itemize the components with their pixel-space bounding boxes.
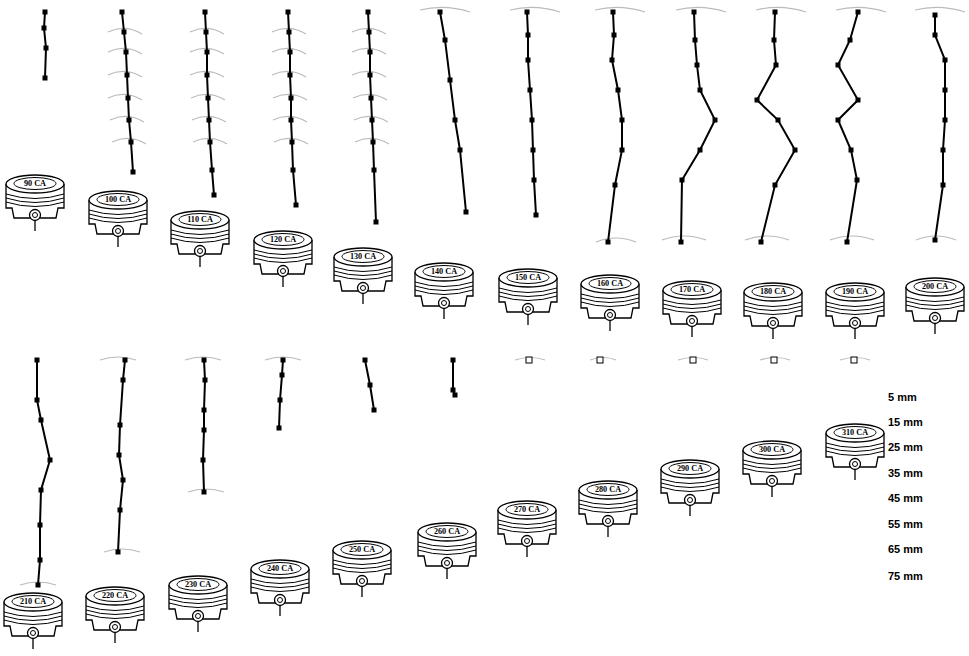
scale-label: 35 mm (888, 467, 923, 479)
crank-angle-label: 100 CA (85, 194, 151, 205)
crank-angle-label: 310 CA (822, 427, 888, 438)
scale-label: 25 mm (888, 441, 923, 453)
piston: 310 CA (822, 421, 888, 481)
piston: 240 CA (247, 557, 313, 617)
piston: 220 CA (82, 584, 148, 644)
crank-angle-label: 280 CA (575, 484, 641, 495)
crank-angle-label: 160 CA (577, 278, 643, 289)
crank-angle-label: 140 CA (411, 266, 477, 277)
crank-angle-label: 250 CA (329, 544, 395, 555)
crank-angle-label: 170 CA (659, 284, 725, 295)
piston: 170 CA (659, 278, 725, 338)
crank-angle-label: 200 CA (902, 281, 968, 292)
scale-label: 75 mm (888, 570, 923, 582)
scale-label: 45 mm (888, 492, 923, 504)
piston: 280 CA (575, 478, 641, 538)
scale-label: 15 mm (888, 416, 923, 428)
crank-angle-label: 120 CA (250, 234, 316, 245)
crank-angle-label: 110 CA (167, 214, 233, 225)
piston: 140 CA (411, 260, 477, 320)
crank-angle-label: 130 CA (330, 251, 396, 262)
piston: 110 CA (167, 208, 233, 268)
piston: 100 CA (85, 188, 151, 248)
scale-label: 65 mm (888, 543, 923, 555)
crank-angle-label: 300 CA (739, 444, 805, 455)
crank-angle-label: 190 CA (822, 286, 888, 297)
piston: 90 CA (2, 172, 68, 232)
piston: 160 CA (577, 272, 643, 332)
crank-angle-label: 290 CA (657, 463, 723, 474)
piston: 270 CA (494, 498, 560, 558)
crank-angle-label: 180 CA (740, 286, 806, 297)
piston: 290 CA (657, 457, 723, 517)
crank-angle-label: 150 CA (495, 272, 561, 283)
crank-angle-label: 240 CA (247, 563, 313, 574)
piston: 130 CA (330, 245, 396, 305)
crank-angle-label: 90 CA (2, 178, 68, 189)
piston: 190 CA (822, 280, 888, 340)
piston: 260 CA (414, 520, 480, 580)
piston: 200 CA (902, 275, 968, 335)
crank-angle-label: 220 CA (82, 590, 148, 601)
crank-angle-label: 270 CA (494, 504, 560, 515)
piston: 180 CA (740, 280, 806, 340)
piston: 250 CA (329, 538, 395, 598)
piston: 300 CA (739, 438, 805, 498)
piston: 210 CA (0, 590, 66, 650)
crank-angle-label: 230 CA (165, 579, 231, 590)
scale-label: 5 mm (888, 391, 917, 403)
crank-angle-label: 210 CA (0, 596, 66, 607)
piston: 230 CA (165, 573, 231, 633)
piston: 120 CA (250, 228, 316, 288)
scale-label: 55 mm (888, 518, 923, 530)
crank-angle-label: 260 CA (414, 526, 480, 537)
piston: 150 CA (495, 266, 561, 326)
